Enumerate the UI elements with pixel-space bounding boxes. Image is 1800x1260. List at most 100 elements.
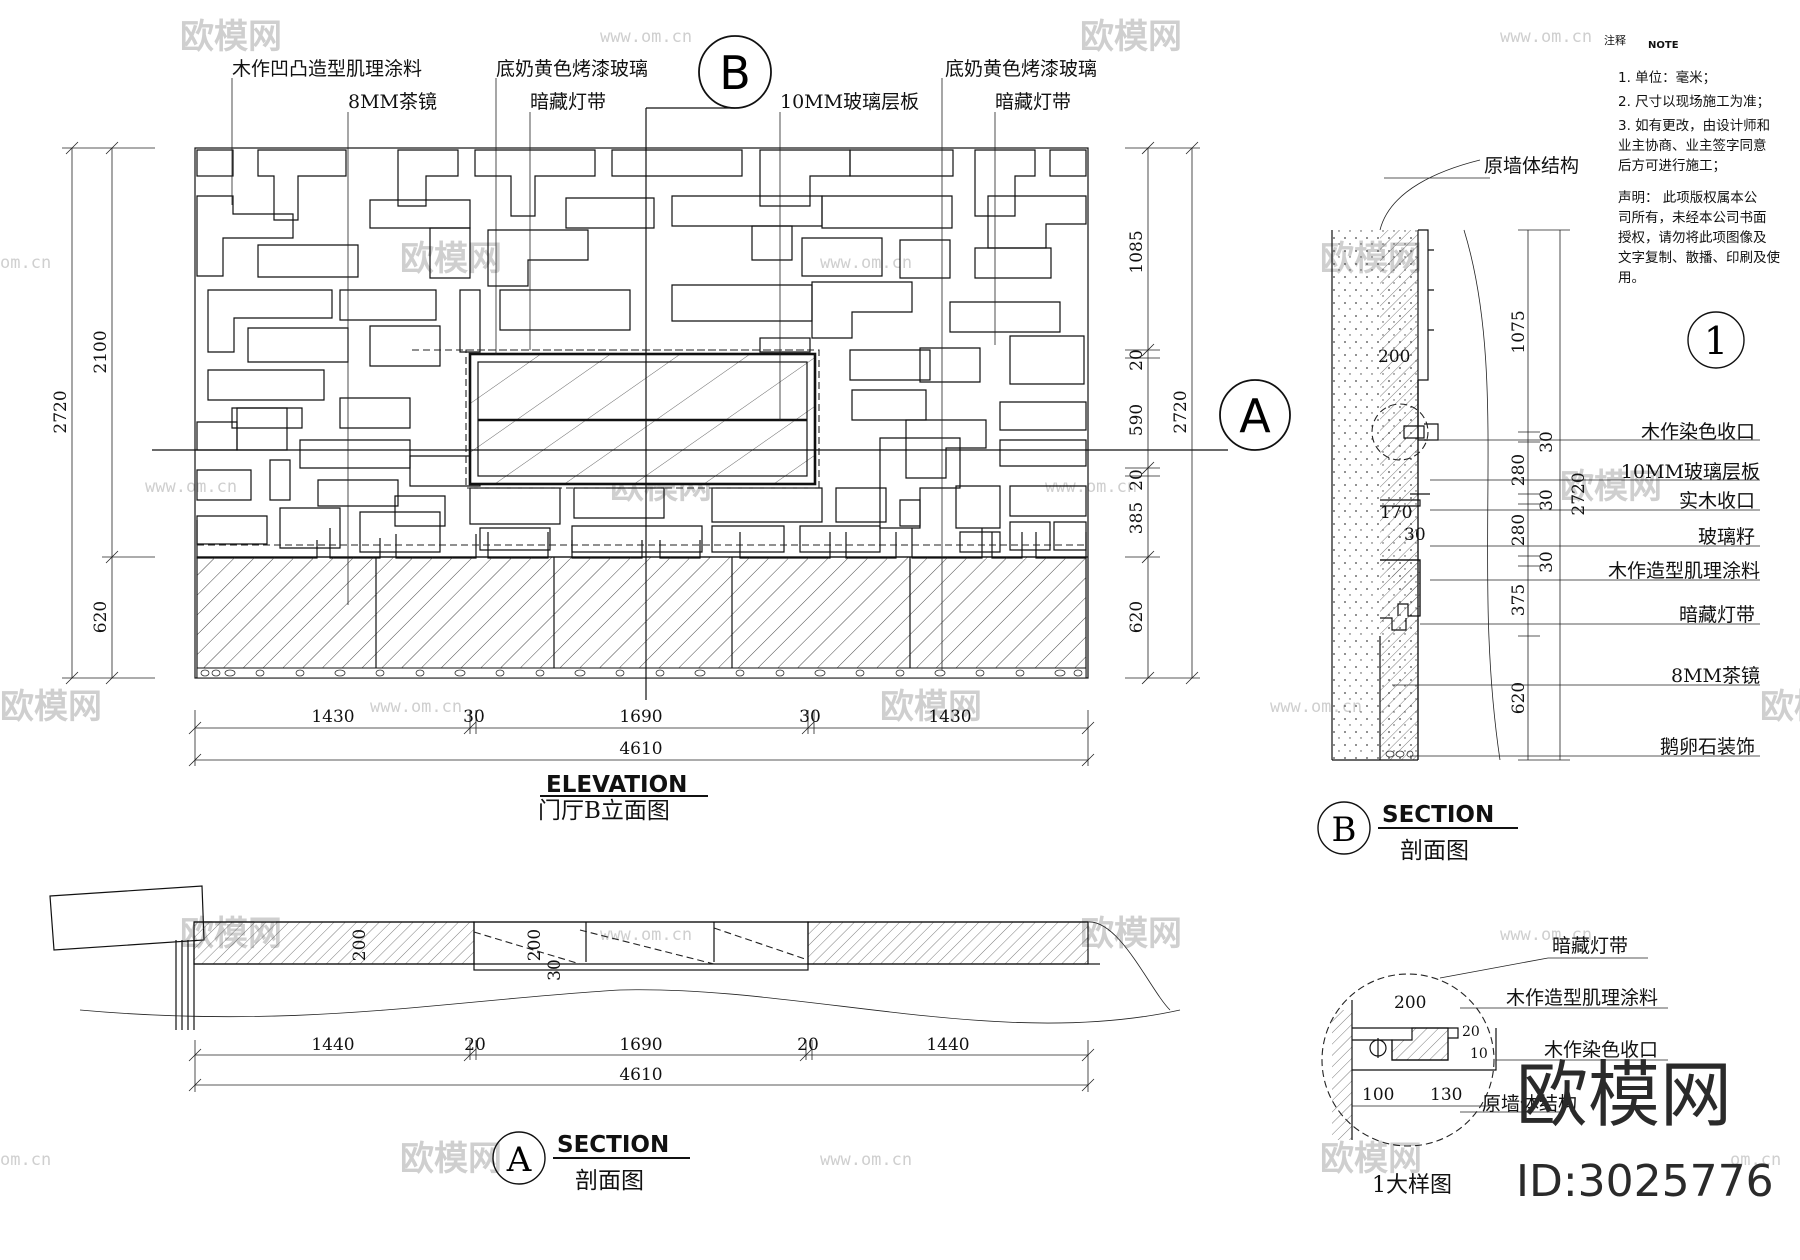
dim-right-total: 2720: [1171, 390, 1191, 433]
watermark-id: ID:3025776: [1516, 1156, 1774, 1207]
secb-dim-30a: 30: [1537, 431, 1557, 453]
mirror-joint-lines: [375, 557, 911, 677]
notes-line: 授权，请勿将此项图像及: [1618, 229, 1767, 246]
watermark-url: www.om.cn: [370, 697, 462, 717]
notes-line: 文字复制、散播、印刷及使: [1618, 249, 1780, 266]
dim-right-20b: 20: [1127, 469, 1147, 491]
detail-label: 木作造型肌理涂料: [1506, 987, 1658, 1009]
seca-dim-200b: 200: [525, 929, 545, 961]
secb-title-marker-text: B: [1332, 810, 1357, 850]
label-light-right: 暗藏灯带: [995, 91, 1071, 113]
elevation-bottom-dimlines: [188, 710, 1095, 767]
glass-panel-dash: [465, 349, 820, 489]
detail-1-callout-circle: [1371, 403, 1429, 461]
section-b-drawing: 1075 30 280 30 280 30 375 620 2720 200 1…: [1317, 155, 1760, 864]
secb-dim-375: 375: [1509, 584, 1529, 616]
detail-label: 暗藏灯带: [1552, 935, 1628, 957]
secb-dim-170: 170: [1380, 503, 1412, 523]
detail-label: 木作染色收口: [1544, 1039, 1658, 1061]
detail-1-circle: [1321, 973, 1495, 1147]
elevation-title-cn: 门厅B立面图: [538, 798, 670, 824]
watermark-brand: 欧模网: [1080, 914, 1182, 954]
detail-dim-10: 10: [1470, 1046, 1488, 1062]
seca-dim-30: 30: [545, 959, 565, 981]
section-a-drawing: 200 200 30 1440 20 1690 20 1440 4610 A S…: [49, 885, 1181, 1194]
watermark-brand: 欧模网: [1560, 467, 1662, 507]
secb-dim-280b: 280: [1509, 514, 1529, 546]
detail-dim-20: 20: [1462, 1024, 1480, 1040]
label-glass-left: 底奶黄色烤漆玻璃: [496, 58, 648, 80]
watermark-brand: 欧模网: [180, 17, 282, 57]
seca-dim-1440-right: 1440: [926, 1035, 969, 1055]
elevation-title-en: ELEVATION: [546, 772, 687, 798]
elevation-leaders: [231, 78, 996, 670]
secb-label: 鹅卵石装饰: [1660, 736, 1755, 758]
watermark-brand: 欧模网: [400, 239, 502, 279]
watermark-url: www.om.cn: [820, 1150, 912, 1170]
detail-1-marker-text: 1: [1704, 319, 1728, 363]
secb-dim-30: 30: [1404, 525, 1426, 545]
dim-bottom-1430-right: 1430: [928, 707, 971, 727]
watermark-brand: 欧模网: [880, 687, 982, 727]
tea-mirror-base: [196, 556, 1087, 678]
dim-right-590: 590: [1127, 404, 1147, 436]
secb-dim-2720: 2720: [1569, 472, 1589, 515]
light-strip-block: [759, 337, 811, 353]
watermark-url: www.om.cn: [145, 477, 237, 497]
watermark-url: www.om.cn: [1500, 925, 1592, 945]
secb-label: 暗藏灯带: [1679, 604, 1755, 626]
watermark-brand: 欧模网: [0, 687, 102, 727]
watermark-brand: 欧模网: [1760, 687, 1800, 727]
section-b-leaders: [1392, 439, 1760, 757]
notes-heading-en: NOTE: [1648, 40, 1679, 51]
label-light-left: 暗藏灯带: [530, 91, 606, 113]
notes-heading-cn: 注释: [1604, 33, 1626, 47]
detail-1-marker: [1687, 311, 1745, 369]
section-b-break-line: [1463, 229, 1501, 761]
label-glass-shelf: 10MM玻璃层板: [780, 91, 919, 113]
secb-label: 木作造型肌理涂料: [1608, 560, 1760, 582]
detail-dim-130: 130: [1430, 1085, 1462, 1105]
seca-title-marker-text: A: [506, 1140, 532, 1180]
pebble-strip: [196, 667, 1087, 679]
glass-panel-frame: [468, 352, 817, 486]
notes-line: 业主协商、业主签字同意: [1618, 137, 1767, 154]
label-glass-right: 底奶黄色烤漆玻璃: [945, 58, 1097, 80]
seca-dim-total: 4610: [619, 1065, 662, 1085]
detail-1-drawing: 200 20 10 100 130 暗藏灯带 木作造型肌理涂料 木作染色收口 原…: [1321, 935, 1668, 1198]
section-a-break-line: [79, 989, 1181, 1024]
section-a-marker-text: A: [1239, 389, 1271, 443]
elevation-right-dimlines: [1125, 141, 1200, 685]
seca-dim-1440-left: 1440: [311, 1035, 354, 1055]
dim-left-upper: 2100: [91, 330, 111, 373]
seca-dim-20-right: 20: [797, 1035, 819, 1055]
seca-dim-200a: 200: [350, 929, 370, 961]
seca-dim-20-left: 20: [464, 1035, 486, 1055]
notes-block: 注释 NOTE 1. 单位：毫米； 2. 尺寸以现场施工为准； 3. 如有更改，…: [1604, 33, 1780, 369]
notes-line: 司所有，未经本公司书面: [1618, 210, 1767, 226]
watermark-url: www.om.cn: [600, 27, 692, 47]
notes-line: 1. 单位：毫米；: [1618, 69, 1716, 86]
seca-dim-1690: 1690: [619, 1035, 662, 1055]
detail-label: 原墙体结构: [1482, 1093, 1577, 1115]
secb-label: 木作染色收口: [1641, 421, 1755, 443]
detail-dim-200: 200: [1394, 993, 1426, 1013]
notes-line: 用。: [1618, 270, 1645, 286]
wall-hatch-left: [193, 921, 475, 965]
watermark-url: www.om.cn: [600, 925, 692, 945]
dim-right-20a: 20: [1127, 349, 1147, 371]
dim-bottom-1690: 1690: [619, 707, 662, 727]
secb-label: 8MM茶镜: [1671, 665, 1760, 687]
texture-panel-edge: [1418, 229, 1434, 381]
watermark-url-short: om.cn: [1730, 1150, 1781, 1170]
secb-label: 实木收口: [1679, 490, 1755, 512]
seca-title-marker: [492, 1131, 546, 1185]
dim-left-total: 2720: [51, 390, 71, 433]
secb-title-marker: [1317, 801, 1371, 855]
secb-title-en: SECTION: [1382, 802, 1494, 828]
label-tea-mirror: 8MM茶镜: [348, 91, 437, 113]
detail-wood-section: [1391, 1027, 1449, 1061]
secb-wall-label: 原墙体结构: [1484, 155, 1579, 177]
wall-hatch-right: [807, 921, 1089, 965]
